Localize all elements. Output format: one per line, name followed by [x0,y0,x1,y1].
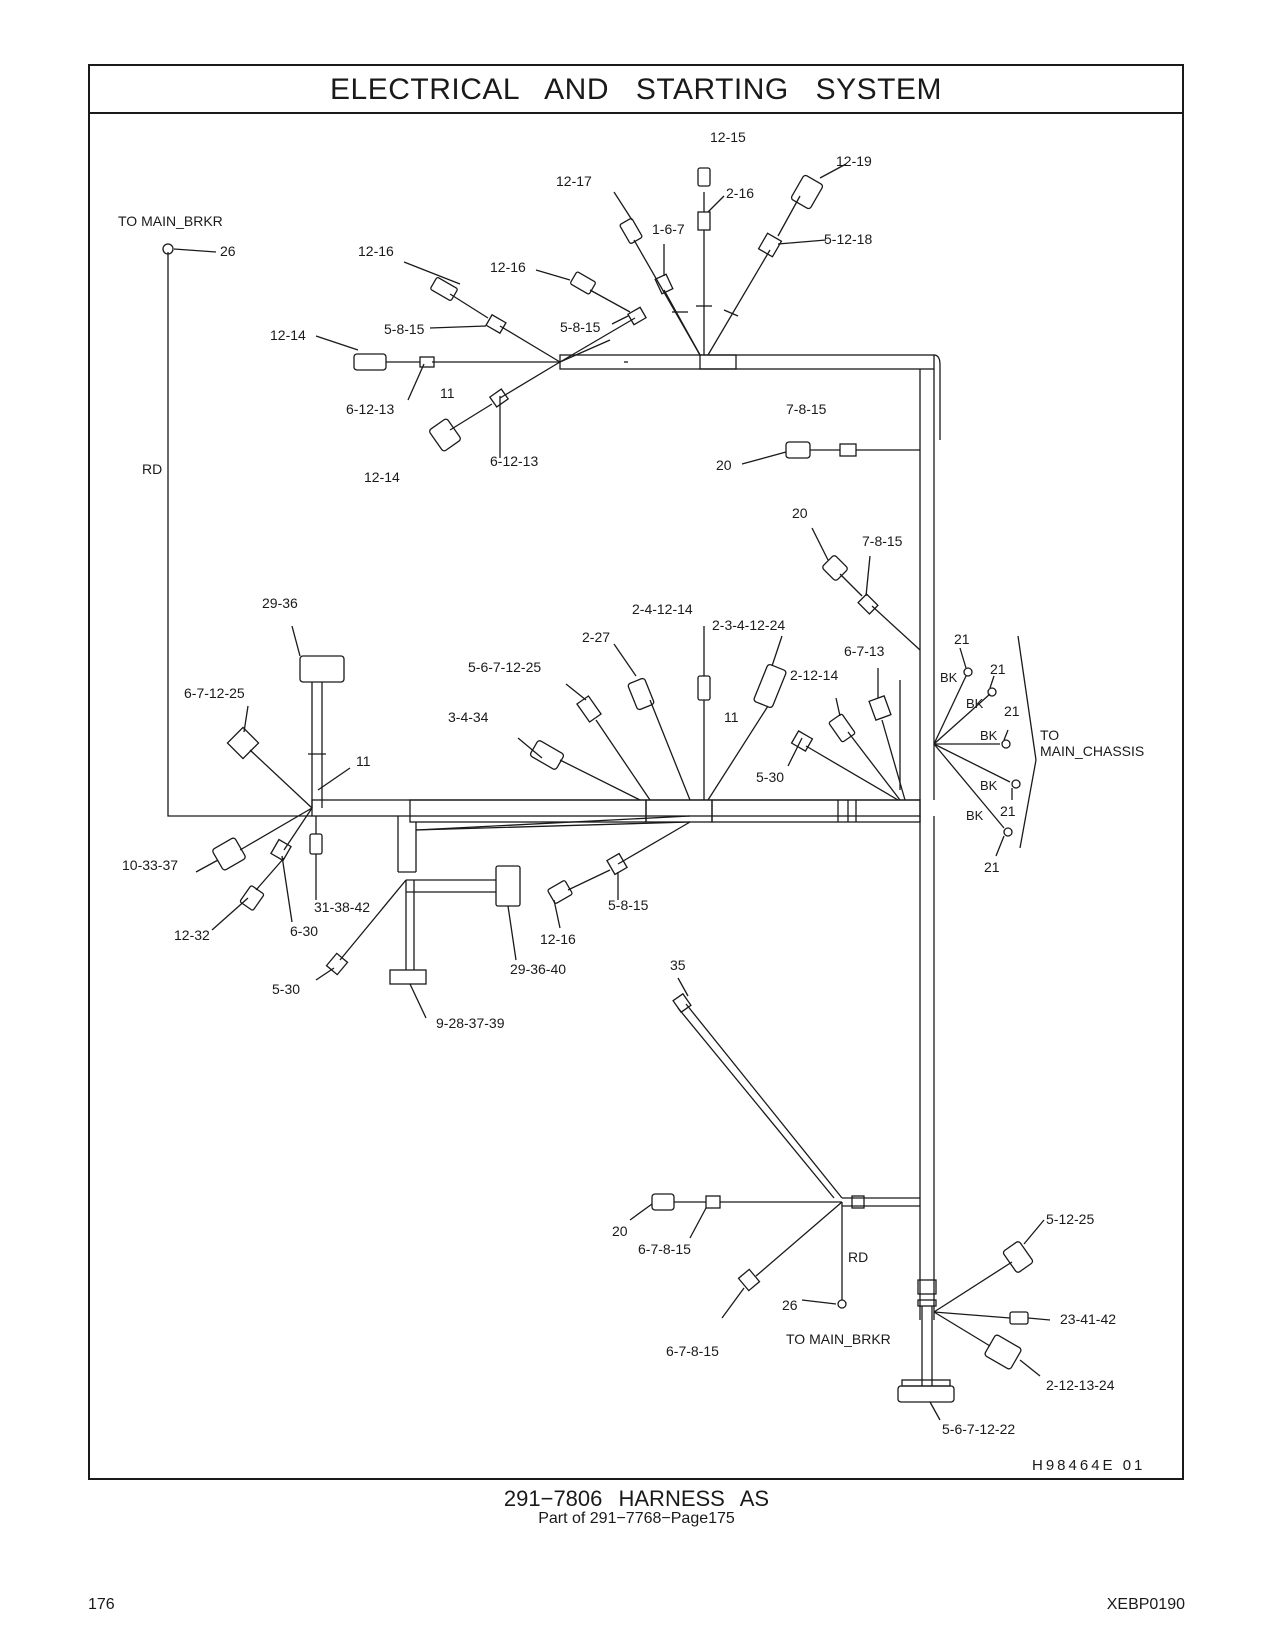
callout-21-b: 21 [990,661,1006,677]
callout-6-7-13: 6-7-13 [844,643,885,659]
callout-rd: RD [848,1249,868,1265]
wire-color-bk-3: BK [980,728,998,743]
callout-12-16-c: 12-16 [540,931,576,947]
callout-5-12-25: 5-12-25 [1046,1211,1094,1227]
callout-5-6-7-12-25: 5-6-7-12-25 [468,659,541,675]
callout-21-d: 21 [1000,803,1016,819]
callout-31-38-42: 31-38-42 [314,899,370,915]
callout-21-e: 21 [984,859,1000,875]
wire-harness-lines [162,163,1051,1421]
callout-6-7-8-15-a: 6-7-8-15 [638,1241,691,1257]
callout-12-16-b: 12-16 [490,259,526,275]
callout-11-a: 11 [440,385,455,401]
callout-12-17: 12-17 [556,173,592,189]
callout-6-12-13-b: 6-12-13 [490,453,538,469]
callout-29-36: 29-36 [262,595,298,611]
callout-12-19: 12-19 [836,153,872,169]
diagram-frame: ELECTRICAL AND STARTING SYSTEM [88,64,1184,1480]
callout-7-8-15-b: 7-8-15 [862,533,903,549]
label-to-main-brkr-top: TO MAIN_BRKR [118,213,223,229]
page-title: ELECTRICAL AND STARTING SYSTEM [90,66,1182,114]
callout-26-bottom: 26 [782,1297,798,1313]
callout-12-32: 12-32 [174,927,210,943]
part-subtitle: Part of 291−7768−Page175 [538,1510,735,1527]
callout-5-8-15-c: 5-8-15 [608,897,649,913]
callout-29-36-40: 29-36-40 [510,961,566,977]
callout-5-6-7-12-22: 5-6-7-12-22 [942,1421,1015,1437]
wire-color-bk-1: BK [940,670,958,685]
callout-6-12-13-a: 6-12-13 [346,401,394,417]
callout-26-top: 26 [220,243,236,259]
label-to: TO [1040,727,1059,743]
callout-6-30: 6-30 [290,923,318,939]
callout-23-41-42: 23-41-42 [1060,1311,1116,1327]
document-code: XEBP0190 [1106,1596,1185,1613]
callout-5-8-15-a: 5-8-15 [384,321,425,337]
callout-2-12-14: 2-12-14 [790,667,838,683]
callout-5-30-b: 5-30 [272,981,300,997]
callout-11-b: 11 [724,709,739,725]
callout-1-6-7: 1-6-7 [652,221,685,237]
wire-color-bk-5: BK [966,808,984,823]
part-title: 291−7806 HARNESS AS [503,1486,770,1511]
callout-5-30-a: 5-30 [756,769,784,785]
callout-9-28-37-39: 9-28-37-39 [436,1015,505,1031]
callout-21-c: 21 [1004,703,1020,719]
callout-35: 35 [670,957,686,973]
callout-20-a: 20 [716,457,732,473]
callout-3-4-34: 3-4-34 [448,709,489,725]
label-main-chassis: MAIN_CHASSIS [1040,743,1144,759]
wire-color-bk-2: BK [966,696,984,711]
callout-12-14-b: 12-14 [364,469,400,485]
callout-21-a: 21 [954,631,970,647]
callout-12-15: 12-15 [710,129,746,145]
wire-color-bk-4: BK [980,778,998,793]
wire-color-rd-left: RD [142,461,162,477]
callout-2-16: 2-16 [726,185,754,201]
label-to-main-brkr-bottom: TO MAIN_BRKR [786,1331,891,1347]
callout-20-c: 20 [612,1223,628,1239]
callout-5-8-15-b: 5-8-15 [560,319,601,335]
callout-2-4-12-14: 2-4-12-14 [632,601,693,617]
callout-2-12-13-24: 2-12-13-24 [1046,1377,1115,1393]
callout-10-33-37: 10-33-37 [122,857,178,873]
callout-6-7-12-25: 6-7-12-25 [184,685,245,701]
callout-2-3-4-12-24: 2-3-4-12-24 [712,617,785,633]
callout-7-8-15-a: 7-8-15 [786,401,827,417]
callout-11-c: 11 [356,753,371,769]
page-number: 176 [88,1596,115,1613]
callout-labels: TO MAIN_BRKR 26 RD 12-15 12-19 12-17 2-1… [118,129,1145,1474]
callout-6-7-8-15-b: 6-7-8-15 [666,1343,719,1359]
drawing-id: H98464E 01 [1032,1457,1145,1474]
callout-5-12-18: 5-12-18 [824,231,872,247]
callout-20-b: 20 [792,505,808,521]
callout-2-27: 2-27 [582,629,610,645]
callout-12-14-a: 12-14 [270,327,306,343]
callout-12-16-a: 12-16 [358,243,394,259]
